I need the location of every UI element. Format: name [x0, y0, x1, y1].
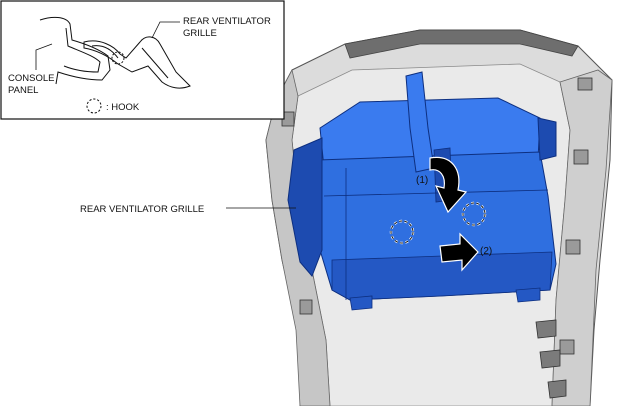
panel-clip	[299, 299, 313, 315]
step-1-arrow	[429, 156, 468, 214]
grille-foot	[349, 295, 373, 311]
inset-frame	[0, 0, 285, 120]
console-panel-right-rim	[551, 69, 613, 406]
grille-foot	[515, 287, 541, 303]
inset-console-leader	[35, 43, 53, 70]
step-2-arrow	[439, 232, 479, 272]
grille-edge-line	[323, 189, 549, 197]
inset-console-label-1: CONSOLE	[8, 73, 54, 84]
panel-clip	[573, 149, 589, 165]
inset-grille-label-2: GRILLE	[183, 28, 217, 39]
panel-clip	[565, 239, 581, 255]
inset-grille-inner	[91, 45, 169, 79]
hook-marker	[462, 202, 486, 226]
hook-marker	[390, 220, 414, 244]
inset-console-panel-shape	[39, 16, 111, 85]
grille-left-flange	[287, 137, 323, 277]
inset-grille-shape	[83, 36, 191, 89]
step-1-label: (1)	[416, 175, 428, 186]
legend-hook-icon	[86, 98, 102, 114]
console-panel-top-band	[344, 29, 579, 59]
legend-hook-label: : HOOK	[106, 102, 140, 113]
panel-clip	[559, 339, 575, 355]
grille-right-flange	[537, 117, 557, 161]
inset-grille-label-1: REAR VENTILATOR	[183, 16, 271, 27]
inset-hook-marker	[111, 51, 125, 65]
panel-slot	[539, 349, 561, 369]
inset-console-panel-inner	[63, 27, 101, 73]
rear-ventilator-grille	[287, 71, 557, 311]
step-2-label: (2)	[480, 246, 492, 257]
inset-grille-leader	[151, 21, 180, 39]
inset-detail: REAR VENTILATOR GRILLE CONSOLE PANEL : H…	[0, 0, 285, 120]
panel-slot	[535, 319, 557, 339]
panel-clip	[577, 77, 593, 91]
grille-lower-band	[331, 251, 553, 301]
inset-console-label-2: PANEL	[8, 85, 38, 96]
panel-slot	[547, 379, 567, 399]
rear-ventilator-grille-label: REAR VENTILATOR GRILLE	[80, 204, 204, 215]
